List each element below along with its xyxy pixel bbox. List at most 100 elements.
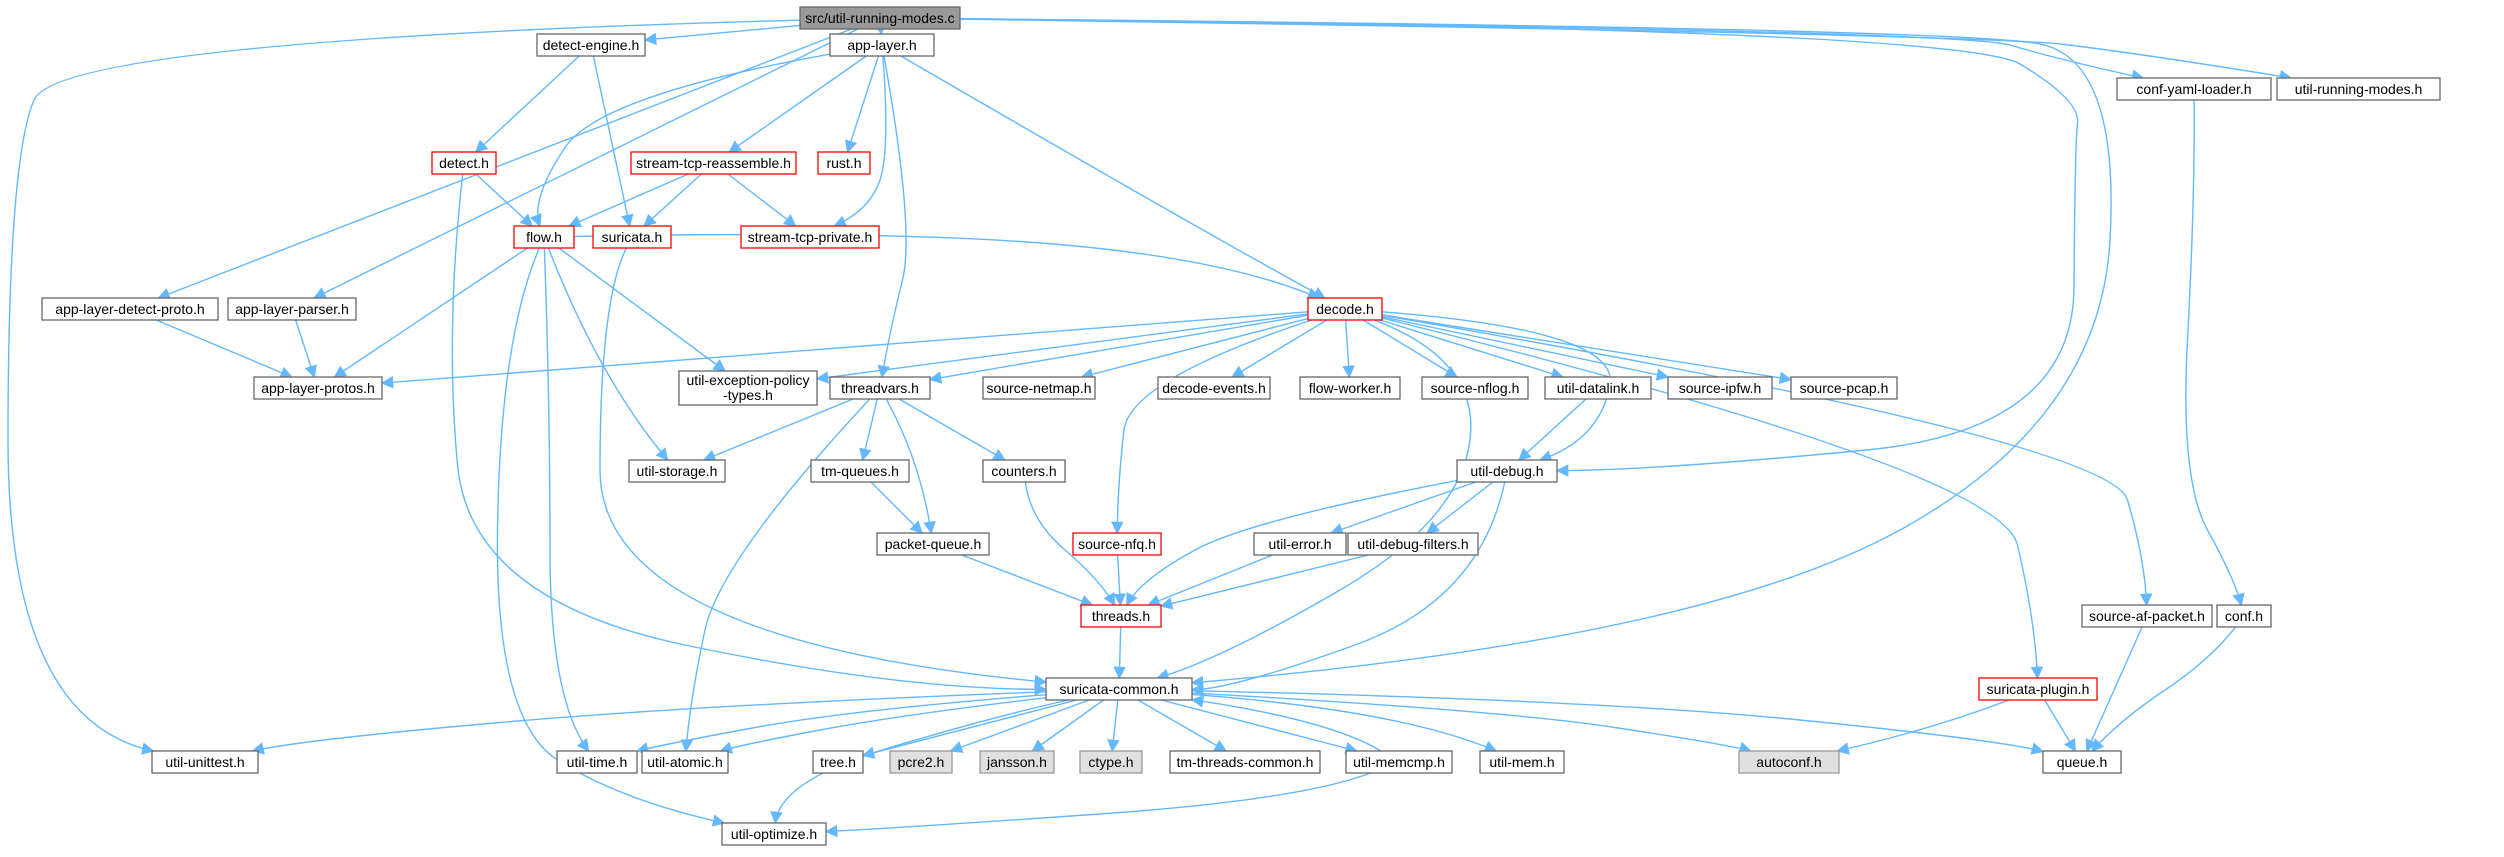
edge-conf-yaml-loader-to-conf (2185, 99, 2245, 607)
node-suricata-plugin[interactable]: suricata-plugin.h (1978, 677, 2098, 701)
node-util-time[interactable]: util-time.h (556, 750, 638, 774)
node-threadvars[interactable]: threadvars.h (829, 376, 931, 400)
edge-flow-to-app-layer-protos (333, 247, 528, 378)
node-label: detect-engine.h (543, 37, 640, 53)
node-label: stream-tcp-reassemble.h (636, 155, 791, 171)
node-counters[interactable]: counters.h (982, 459, 1066, 483)
edge-suricata-to-suricata-common (599, 247, 1048, 688)
node-decode[interactable]: decode.h (1307, 297, 1383, 321)
edge-suricata-common-to-util-memcmp (1161, 699, 1359, 755)
node-stream-tcp-reassemble[interactable]: stream-tcp-reassemble.h (630, 151, 797, 175)
node-app-layer-detect-proto[interactable]: app-layer-detect-proto.h (41, 297, 219, 321)
node-box (1072, 532, 1162, 556)
node-label: packet-queue.h (885, 536, 982, 552)
edge-stream-tcp-reassemble-to-stream-tcp-private (727, 173, 797, 227)
node-box (1347, 532, 1479, 556)
node-box (678, 370, 818, 406)
node-app-layer[interactable]: app-layer.h (829, 33, 935, 57)
node-suricata-common[interactable]: suricata-common.h (1045, 677, 1193, 701)
node-box (810, 459, 910, 483)
node-packet-queue[interactable]: packet-queue.h (876, 532, 990, 556)
node-box (556, 750, 638, 774)
edge-suricata-plugin-to-autoconf (1836, 699, 2010, 755)
node-label: src/util-running-modes.c (805, 10, 954, 26)
node-detect[interactable]: detect.h (431, 151, 497, 175)
node-util-exception-policy-types[interactable]: util-exception-policy-types.h (678, 370, 818, 406)
node-label: util-debug.h (1470, 463, 1543, 479)
node-box (979, 750, 1055, 774)
edge-detect-engine-to-suricata (592, 55, 634, 228)
node-source-pcap[interactable]: source-pcap.h (1790, 376, 1898, 400)
edge-root-to-util-unittest (7, 19, 801, 755)
edge-root-to-suricata-common (959, 18, 2112, 689)
node-decode-events[interactable]: decode-events.h (1157, 376, 1271, 400)
edge-util-memcmp-to-suricata-common (1190, 695, 1382, 752)
edge-decode-to-threadvars (928, 314, 1309, 384)
node-label: decode-events.h (1162, 380, 1266, 396)
node-rust[interactable]: rust.h (817, 151, 871, 175)
node-label: util-exception-policy (687, 372, 810, 388)
node-conf[interactable]: conf.h (2216, 604, 2272, 628)
node-label: source-af-packet.h (2089, 608, 2205, 624)
edge-root-to-conf-yaml-loader (959, 18, 2145, 82)
node-util-atomic[interactable]: util-atomic.h (641, 750, 729, 774)
node-tree[interactable]: tree.h (812, 750, 864, 774)
edge-suricata-common-to-pcre2 (949, 699, 1090, 753)
node-source-netmap[interactable]: source-netmap.h (982, 376, 1096, 400)
node-box (1421, 376, 1529, 400)
edge-packet-queue-to-threads (961, 554, 1094, 607)
node-jansson: jansson.h (979, 750, 1055, 774)
node-source-nfq[interactable]: source-nfq.h (1072, 532, 1162, 556)
node-util-unittest[interactable]: util-unittest.h (151, 750, 259, 774)
node-box (2276, 77, 2441, 101)
edge-app-layer-parser-to-app-layer-protos (294, 319, 317, 379)
node-suricata[interactable]: suricata.h (592, 225, 672, 249)
node-source-af-packet[interactable]: source-af-packet.h (2081, 604, 2213, 628)
node-box (721, 822, 827, 846)
node-util-error[interactable]: util-error.h (1253, 532, 1347, 556)
edge-source-af-packet-to-queue (2085, 626, 2143, 753)
node-label: pcre2.h (898, 754, 945, 770)
node-stream-tcp-private[interactable]: stream-tcp-private.h (740, 225, 880, 249)
edge-decode-to-util-debug (1381, 311, 1612, 463)
edge-decode-to-decode-events (1231, 319, 1328, 378)
node-label: stream-tcp-private.h (748, 229, 872, 245)
node-tm-threads-common[interactable]: tm-threads-common.h (1169, 750, 1321, 774)
node-util-debug-filters[interactable]: util-debug-filters.h (1347, 532, 1479, 556)
node-source-ipfw[interactable]: source-ipfw.h (1667, 376, 1773, 400)
edge-decode-to-source-nfq (1111, 319, 1312, 535)
node-detect-engine[interactable]: detect-engine.h (536, 33, 646, 57)
node-label: ctype.h (1088, 754, 1133, 770)
node-label: util-memcmp.h (1353, 754, 1445, 770)
node-util-datalink[interactable]: util-datalink.h (1544, 376, 1652, 400)
node-util-storage[interactable]: util-storage.h (628, 459, 726, 483)
node-queue[interactable]: queue.h (2042, 750, 2122, 774)
edge-suricata-common-to-util-atomic (719, 696, 1047, 754)
edge-util-debug-to-util-debug-filters (1426, 481, 1494, 534)
node-box (1299, 376, 1401, 400)
edge-decode-to-suricata-plugin (1381, 317, 2044, 680)
node-util-debug[interactable]: util-debug.h (1456, 459, 1558, 483)
node-util-mem[interactable]: util-mem.h (1479, 750, 1565, 774)
node-box (1080, 604, 1162, 628)
node-flow-worker[interactable]: flow-worker.h (1299, 376, 1401, 400)
node-conf-yaml-loader[interactable]: conf-yaml-loader.h (2116, 77, 2272, 101)
node-source-nflog[interactable]: source-nflog.h (1421, 376, 1529, 400)
node-app-layer-protos[interactable]: app-layer-protos.h (253, 376, 383, 400)
node-threads[interactable]: threads.h (1080, 604, 1162, 628)
edge-decode-to-util-datalink (1380, 319, 1564, 380)
node-app-layer-parser[interactable]: app-layer-parser.h (227, 297, 357, 321)
node-box (799, 6, 961, 30)
node-box (2216, 604, 2272, 628)
node-label: conf.h (2225, 608, 2263, 624)
node-util-memcmp[interactable]: util-memcmp.h (1345, 750, 1453, 774)
node-label: app-layer-protos.h (261, 380, 375, 396)
node-tm-queues[interactable]: tm-queues.h (810, 459, 910, 483)
edge-threadvars-to-counters (898, 398, 1007, 461)
node-util-optimize[interactable]: util-optimize.h (721, 822, 827, 846)
edge-decode-to-source-nflog (1362, 319, 1458, 378)
node-util-running-modes[interactable]: util-running-modes.h (2276, 77, 2441, 101)
node-flow[interactable]: flow.h (513, 225, 575, 249)
edge-decode-to-source-af-packet (1381, 314, 2153, 607)
edge-app-layer-to-threadvars (877, 55, 907, 379)
